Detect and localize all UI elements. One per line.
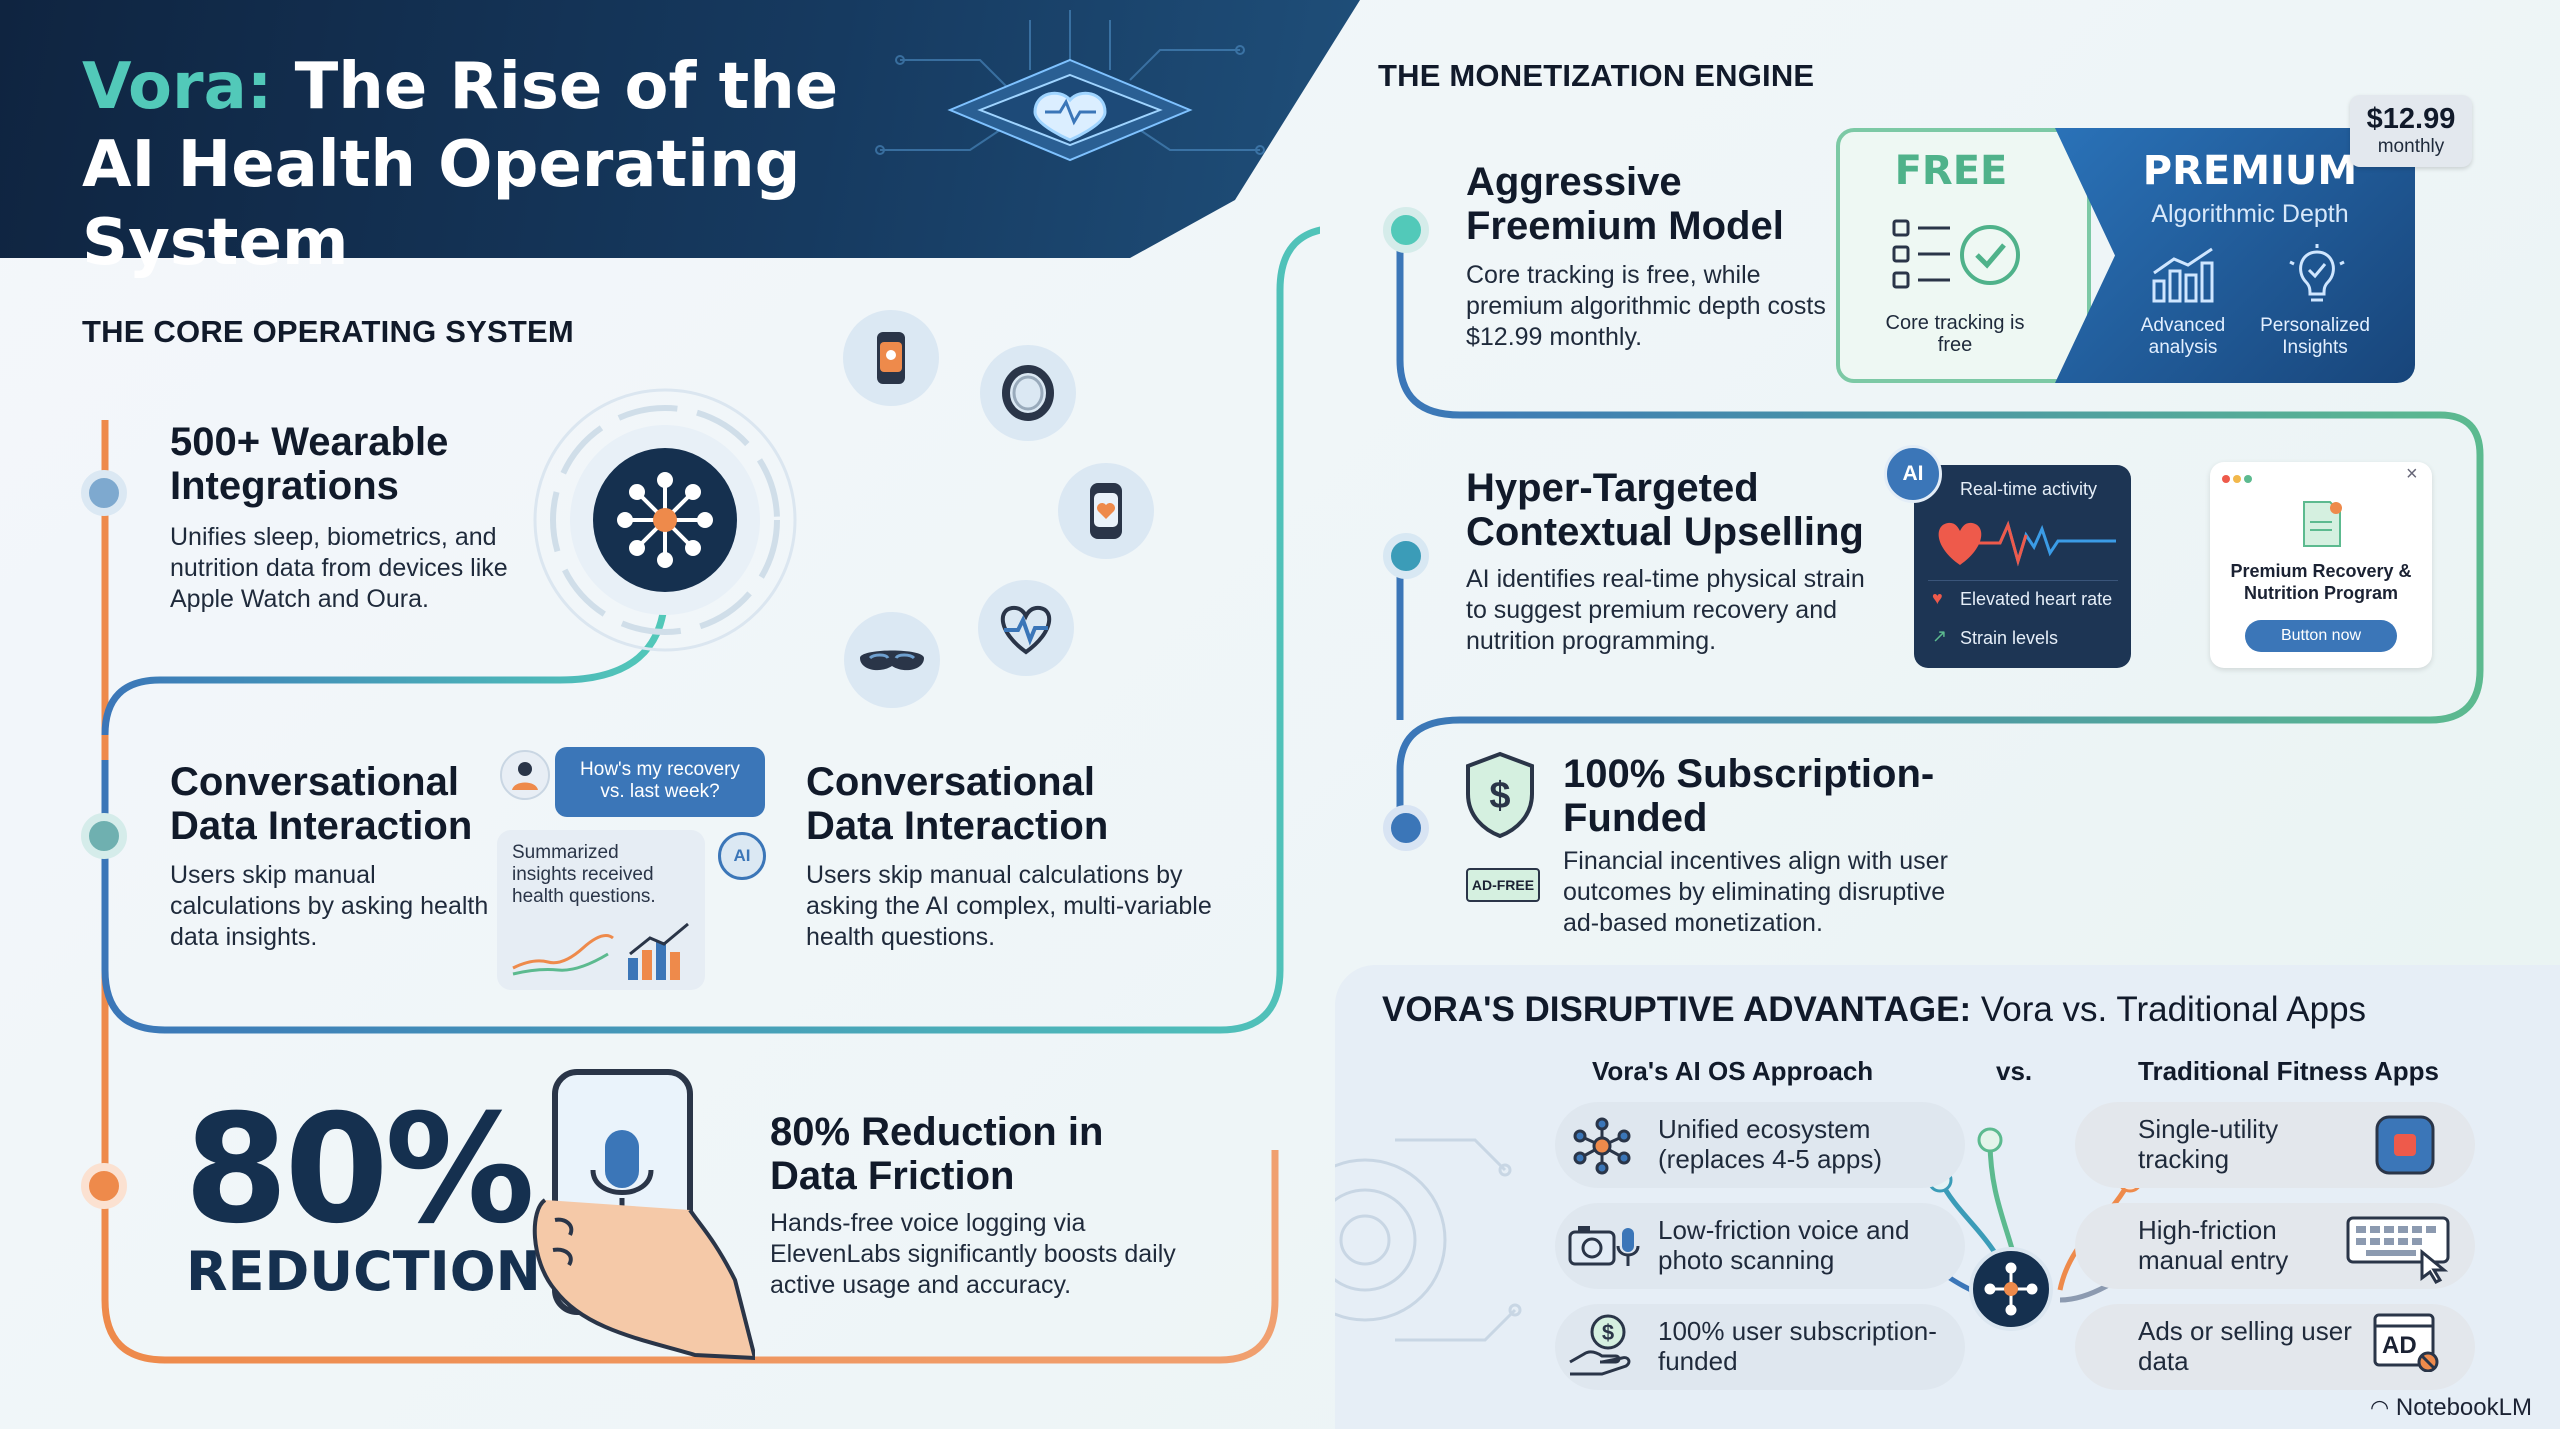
title-line2: AI Health Operating System: [82, 128, 801, 280]
heartbeat-icon: [1938, 520, 2116, 567]
node-conversational: [81, 813, 127, 859]
left-item-3-text: 100% user subscription-funded: [1658, 1316, 1937, 1376]
chat-question-bubble: How's my recovery vs. last week?: [555, 747, 765, 817]
node-reduction: [81, 1163, 127, 1209]
hub-icon: [533, 388, 797, 652]
analysis-chart-icon: [2152, 247, 2214, 303]
upsell-desc: AI identifies real-time physical strain …: [1466, 565, 1865, 655]
subscription-title: 100% Subscription-Funded: [1563, 752, 1935, 840]
left-item-2-text: Low-friction voice and photo scanning: [1658, 1215, 1910, 1275]
ad-icon-text: AD: [2382, 1332, 2417, 1359]
free-caption: Core tracking is free: [1885, 312, 2025, 356]
activity-divider: [1928, 580, 2118, 581]
price-amount: $12.99: [2366, 103, 2456, 135]
reduction-desc: Hands-free voice logging via ElevenLabs …: [770, 1209, 1176, 1299]
premium-label: PREMIUM: [2142, 148, 2358, 194]
document-icon: [2303, 501, 2342, 547]
strain-trend-icon: ↗: [1932, 626, 1948, 646]
reduction-big-number: 80%: [184, 1083, 535, 1257]
heart-monitor-icon: [978, 580, 1074, 676]
phone-voice-icon: [532, 1069, 755, 1360]
smartwatch-icon: [843, 310, 939, 406]
sleep-mask-icon: [844, 612, 940, 708]
mini-chart-icon: [512, 922, 689, 980]
activity-ai-icon: AI: [1884, 445, 1942, 503]
wearables-desc: Unifies sleep, biometrics, and nutrition…: [170, 523, 508, 613]
lightbulb-icon: [2289, 244, 2345, 302]
left-column-header: Vora's AI OS Approach: [1592, 1056, 1874, 1086]
advantage-heading-bold: VORA'S DISRUPTIVE ADVANTAGE:: [1382, 990, 1972, 1029]
price-period: monthly: [2377, 136, 2445, 157]
chip-illustration: [875, 10, 1265, 162]
checklist-icon: [1892, 219, 2020, 289]
monetization-heading: THE MONETIZATION ENGINE: [1378, 58, 1815, 93]
freemium-desc: Core tracking is free, while premium alg…: [1466, 261, 1826, 351]
page-title: Vora: The Rise of the AI Health Operatin…: [82, 48, 1082, 282]
ai-badge-icon: AI: [718, 832, 766, 880]
heart-small-icon: ♥: [1932, 588, 1943, 608]
single-app-icon: [2375, 1115, 2435, 1175]
vs-label: vs.: [1996, 1056, 2033, 1086]
node-wearables: [81, 470, 127, 516]
conversational-left-title: Conversational Data Interaction: [170, 760, 473, 848]
svg-text:$: $: [1602, 1320, 1614, 1345]
left-item-1: [1555, 1102, 1965, 1188]
title-line1: The Rise of the: [272, 50, 839, 124]
hand-dollar-icon: $: [1569, 1314, 1631, 1376]
central-hub-icon: [1969, 1247, 2053, 1331]
premium-item-analysis: Advanced analysis: [2140, 315, 2226, 358]
chat-answer-text: Summarized insights received health ques…: [512, 842, 656, 907]
premium-item-insights: Personalized Insights: [2260, 315, 2370, 358]
user-avatar-icon: [500, 750, 550, 800]
free-tier-card: [1836, 128, 2091, 383]
node-upselling: [1383, 533, 1429, 579]
ad-free-badge: AD-FREE: [1466, 868, 1540, 902]
notebooklm-logo-icon: ◠: [2370, 1395, 2390, 1420]
activity-row2: Strain levels: [1960, 628, 2059, 648]
circuit-decoration: [1335, 1138, 1522, 1342]
reduction-title: 80% Reduction in Data Friction: [770, 1110, 1104, 1198]
activity-card: [1914, 465, 2131, 668]
footer-brand-text: NotebookLM: [2395, 1394, 2532, 1421]
title-brand: Vora:: [82, 50, 273, 124]
footer-brand: ◠ NotebookLM: [2370, 1394, 2532, 1422]
core-heading: THE CORE OPERATING SYSTEM: [82, 314, 574, 349]
offer-title: Premium Recovery & Nutrition Program: [2230, 561, 2412, 603]
right-column-header: Traditional Fitness Apps: [2138, 1056, 2439, 1086]
window-dots-icon: [2222, 470, 2252, 488]
advantage-heading-rest: Vora vs. Traditional Apps: [1971, 990, 2367, 1029]
ad-block-icon: AD: [2372, 1312, 2440, 1373]
right-item-1-text: Single-utility tracking: [2138, 1114, 2279, 1174]
svg-text:$: $: [1489, 775, 1510, 817]
offer-button[interactable]: Button now: [2245, 620, 2397, 652]
premium-sub: Algorithmic Depth: [2151, 200, 2349, 228]
watch-heart-icon: [1058, 463, 1154, 559]
node-freemium: [1383, 207, 1429, 253]
conversational-right-title: Conversational Data Interaction: [806, 760, 1109, 848]
subscription-desc: Financial incentives align with user out…: [1563, 847, 1948, 937]
node-subscription: [1383, 805, 1429, 851]
smart-ring-icon: [980, 345, 1076, 441]
upsell-title: Hyper-Targeted Contextual Upselling: [1466, 466, 1864, 554]
activity-title: Real-time activity: [1960, 479, 2098, 499]
shield-dollar-icon: $: [1466, 751, 1534, 839]
offer-close-icon[interactable]: ×: [2406, 463, 2418, 485]
free-label: FREE: [1894, 148, 2008, 194]
conversational-right-desc: Users skip manual calculations by asking…: [806, 861, 1212, 951]
keyboard-icon: [2346, 1216, 2450, 1284]
wearables-title: 500+ Wearable Integrations: [170, 420, 449, 508]
advantage-heading: VORA'S DISRUPTIVE ADVANTAGE: Vora vs. Tr…: [1382, 990, 2366, 1030]
conversational-left-desc: Users skip manual calculations by asking…: [170, 861, 489, 951]
camera-mic-icon: [1568, 1226, 1640, 1266]
ecosystem-icon: [1573, 1117, 1631, 1175]
premium-tier-card: [2055, 128, 2415, 383]
right-item-3-text: Ads or selling user data: [2138, 1316, 2352, 1376]
activity-row1: Elevated heart rate: [1960, 589, 2113, 609]
left-item-3: [1555, 1304, 1965, 1390]
left-item-1-text: Unified ecosystem (replaces 4-5 apps): [1658, 1114, 1882, 1174]
reduction-word: REDUCTION: [186, 1240, 541, 1303]
freemium-title: Aggressive Freemium Model: [1466, 160, 1784, 248]
right-item-2-text: High-friction manual entry: [2138, 1215, 2289, 1275]
price-tag: $12.99 monthly: [2350, 95, 2472, 167]
